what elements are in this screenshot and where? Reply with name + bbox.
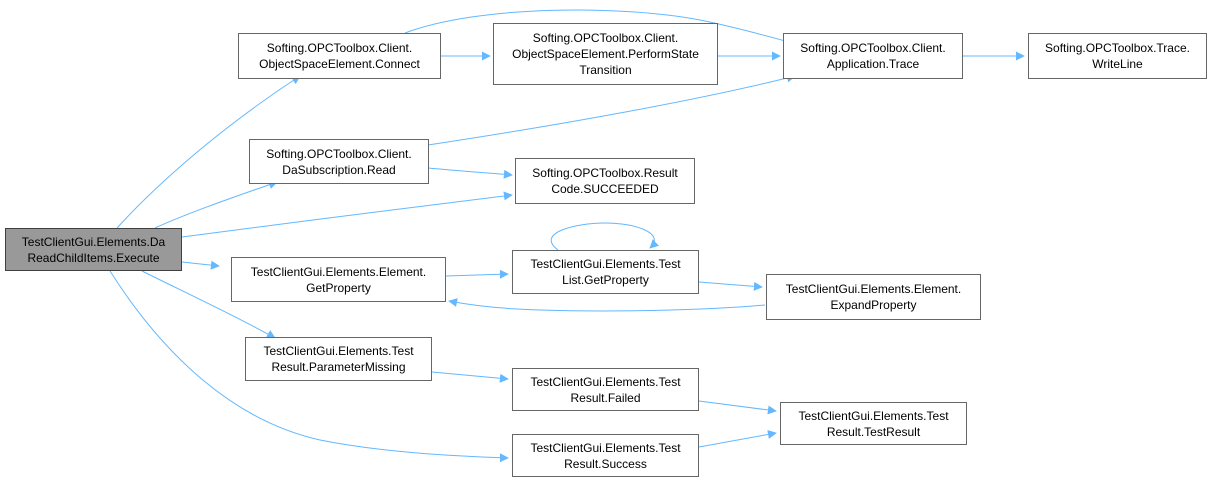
edge-success-testresult	[698, 430, 777, 448]
edge-parammissing-failed	[431, 371, 509, 383]
node-result-parametermissing-line1: TestClientGui.Elements.Test	[263, 344, 414, 358]
node-testlist-getproperty-line1: TestClientGui.Elements.Test	[530, 257, 681, 271]
node-root-execute-line2: ReadChildItems.Execute	[27, 250, 160, 265]
node-result-success-line2: Result.Success	[564, 456, 647, 471]
node-objectspace-connect[interactable]: Softing.OPCToolbox.Client. ObjectSpaceEl…	[238, 33, 441, 79]
edge-daread-succeeded	[427, 167, 513, 179]
node-element-getproperty-line2: GetProperty	[306, 280, 371, 295]
node-perform-state-transition-line1: Softing.OPCToolbox.Client.	[532, 31, 679, 45]
node-application-trace[interactable]: Softing.OPCToolbox.Client. Application.T…	[783, 33, 963, 79]
node-root-execute: TestClientGui.Elements.Da ReadChildItems…	[5, 228, 182, 271]
edge-root-connect	[116, 75, 301, 229]
node-result-parametermissing[interactable]: TestClientGui.Elements.Test Result.Param…	[245, 337, 432, 381]
node-resultcode-succeeded[interactable]: Softing.OPCToolbox.Result Code.SUCCEEDED	[515, 158, 695, 204]
node-trace-writeline[interactable]: Softing.OPCToolbox.Trace. WriteLine	[1028, 33, 1207, 79]
edge-root-success	[109, 270, 509, 463]
node-element-expandproperty-line2: ExpandProperty	[830, 298, 917, 312]
node-root-execute-line1: TestClientGui.Elements.Da	[21, 234, 166, 249]
node-element-expandproperty[interactable]: TestClientGui.Elements.Element. ExpandPr…	[766, 274, 981, 320]
node-testlist-getproperty[interactable]: TestClientGui.Elements.Test List.GetProp…	[512, 250, 699, 294]
edge-daread-apptrace	[427, 73, 796, 146]
node-result-failed-line2: Result.Failed	[570, 390, 641, 405]
edge-failed-testresult	[698, 400, 777, 415]
node-result-success[interactable]: TestClientGui.Elements.Test Result.Succe…	[512, 434, 699, 477]
node-result-failed-line1: TestClientGui.Elements.Test	[530, 374, 681, 389]
node-element-getproperty-line1: TestClientGui.Elements.Element.	[250, 264, 427, 279]
node-application-trace-line1: Softing.OPCToolbox.Client.	[800, 41, 946, 55]
node-resultcode-succeeded-line2: Code.SUCCEEDED	[551, 182, 659, 196]
node-result-failed[interactable]: TestClientGui.Elements.Test Result.Faile…	[512, 368, 699, 411]
node-objectspace-connect-line1: Softing.OPCToolbox.Client.	[266, 41, 413, 55]
edge-root-parammissing	[141, 270, 276, 339]
node-testlist-getproperty-line2: List.GetProperty	[562, 273, 649, 287]
edge-root-getproperty	[181, 260, 220, 270]
edge-testlist-selfloop	[550, 222, 659, 251]
node-result-parametermissing-line2: Result.ParameterMissing	[271, 360, 406, 374]
edge-root-daread	[154, 180, 278, 229]
node-trace-writeline-line2: WriteLine	[1092, 57, 1143, 71]
node-element-getproperty[interactable]: TestClientGui.Elements.Element. GetPrope…	[231, 257, 446, 302]
node-result-testresult-line1: TestClientGui.Elements.Test	[798, 408, 949, 423]
edge-connect-apptrace	[404, 9, 801, 48]
edge-expand-getproperty	[448, 298, 766, 312]
node-perform-state-transition-line2: ObjectSpaceElement.PerformState	[512, 47, 699, 61]
node-result-testresult[interactable]: TestClientGui.Elements.Test Result.TestR…	[780, 402, 967, 445]
node-dasubscription-read-line1: Softing.OPCToolbox.Client.	[266, 146, 412, 161]
node-result-success-line1: TestClientGui.Elements.Test	[530, 440, 681, 455]
node-dasubscription-read[interactable]: Softing.OPCToolbox.Client. DaSubscriptio…	[249, 139, 429, 184]
node-perform-state-transition[interactable]: Softing.OPCToolbox.Client. ObjectSpaceEl…	[493, 23, 718, 85]
node-perform-state-transition-line3: Transition	[579, 63, 632, 77]
edge-root-succeeded	[181, 191, 513, 238]
edge-getproperty-testlist	[445, 269, 509, 279]
node-objectspace-connect-line2: ObjectSpaceElement.Connect	[259, 57, 420, 71]
node-resultcode-succeeded-line1: Softing.OPCToolbox.Result	[532, 166, 678, 180]
node-application-trace-line2: Application.Trace	[826, 57, 920, 71]
edge-testlist-expand	[698, 281, 763, 291]
node-result-testresult-line2: Result.TestResult	[826, 424, 921, 439]
node-dasubscription-read-line2: DaSubscription.Read	[282, 162, 396, 177]
node-element-expandproperty-line1: TestClientGui.Elements.Element.	[785, 282, 962, 296]
node-trace-writeline-line1: Softing.OPCToolbox.Trace.	[1045, 41, 1190, 55]
